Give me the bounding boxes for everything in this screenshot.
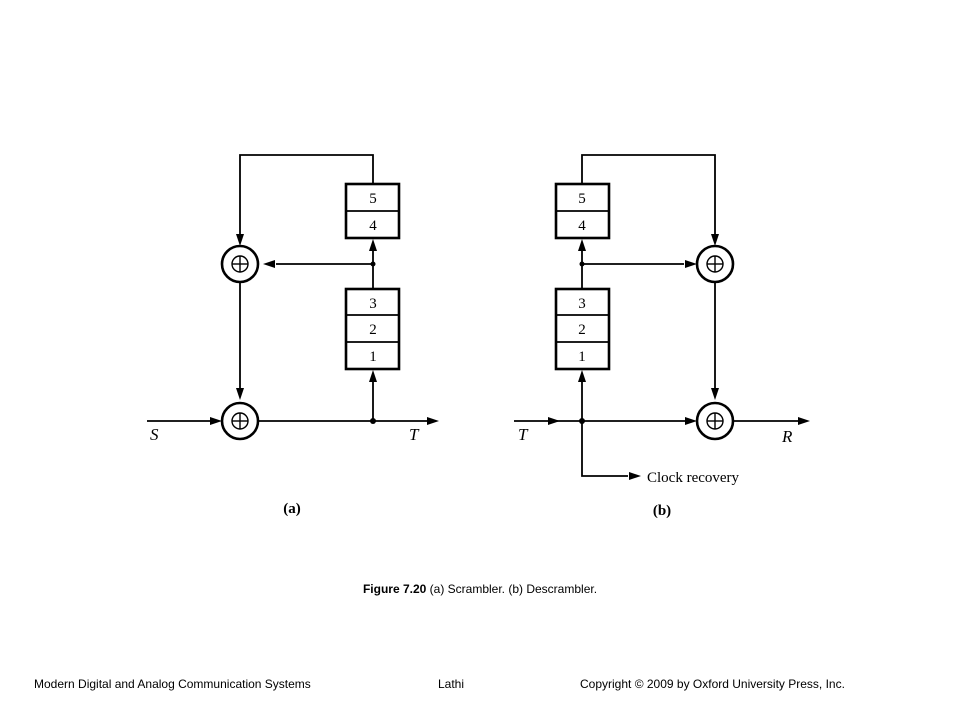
descrambler-output-label: R <box>781 427 793 446</box>
scrambler-output-label: T <box>409 425 420 444</box>
descrambler-register-lower <box>554 287 611 371</box>
descrambler-sub-label: (b) <box>653 503 671 519</box>
scrambler-arrow-into-upper-xor <box>236 234 244 246</box>
scrambler-arrow-into-register-4 <box>369 239 377 251</box>
descrambler-feedback-wire-top <box>581 154 716 242</box>
descrambler-arrow-output <box>798 417 810 425</box>
descrambler-cell-1: 1 <box>578 349 586 365</box>
scrambler-arrow-into-register-1 <box>369 370 377 382</box>
scrambler-arrow-output <box>427 417 439 425</box>
descrambler-arrow-input-1 <box>548 417 560 425</box>
descrambler-arrow-into-register-1 <box>578 370 586 382</box>
descrambler-clock-wire <box>581 421 628 477</box>
footer-author: Lathi <box>438 677 465 691</box>
figure-caption: Figure 7.20 (a) Scrambler. (b) Descrambl… <box>0 582 960 596</box>
descrambler-cell-5: 5 <box>578 191 586 207</box>
descrambler-cell-3: 3 <box>578 296 586 312</box>
descrambler-clock-label: Clock recovery <box>647 470 740 486</box>
descrambler-arrow-into-register-4 <box>578 239 586 251</box>
scrambler-cell-4: 4 <box>369 218 377 234</box>
scrambler-cell-1: 1 <box>369 349 377 365</box>
scrambler-junction-output <box>370 418 376 424</box>
scrambler-sub-label: (a) <box>283 501 301 517</box>
scrambler-register-lower <box>344 287 401 371</box>
scrambler-cell-5: 5 <box>369 191 377 207</box>
scrambler-arrow-into-upper-xor-side <box>263 260 275 268</box>
scrambler-cell-3: 3 <box>369 296 377 312</box>
footer-book-title: Modern Digital and Analog Communication … <box>34 677 311 691</box>
descrambler-circuit: 5 4 3 2 1 T <box>514 154 810 519</box>
figure-caption-text: (a) Scrambler. (b) Descrambler. <box>429 582 598 596</box>
descrambler-arrow-clock <box>629 472 641 480</box>
scrambler-cell-2: 2 <box>369 322 377 338</box>
descrambler-arrow-into-upper-xor-side <box>685 260 697 268</box>
figure-number: Figure 7.20 <box>362 582 427 596</box>
scrambler-input-label: S <box>150 425 159 444</box>
descrambler-arrow-into-lower-xor <box>711 388 719 400</box>
descrambler-input-label: T <box>518 425 529 444</box>
descrambler-arrow-into-upper-xor <box>711 234 719 246</box>
scrambler-feedback-wire-top <box>239 154 374 242</box>
scrambler-circuit: 5 4 3 2 1 S <box>147 154 439 517</box>
scrambler-arrow-input <box>210 417 222 425</box>
footer-copyright: Copyright © 2009 by Oxford University Pr… <box>580 677 845 691</box>
scrambler-arrow-into-lower-xor <box>236 388 244 400</box>
descrambler-arrow-input-2 <box>685 417 697 425</box>
descrambler-cell-4: 4 <box>578 218 586 234</box>
descrambler-cell-2: 2 <box>578 322 586 338</box>
